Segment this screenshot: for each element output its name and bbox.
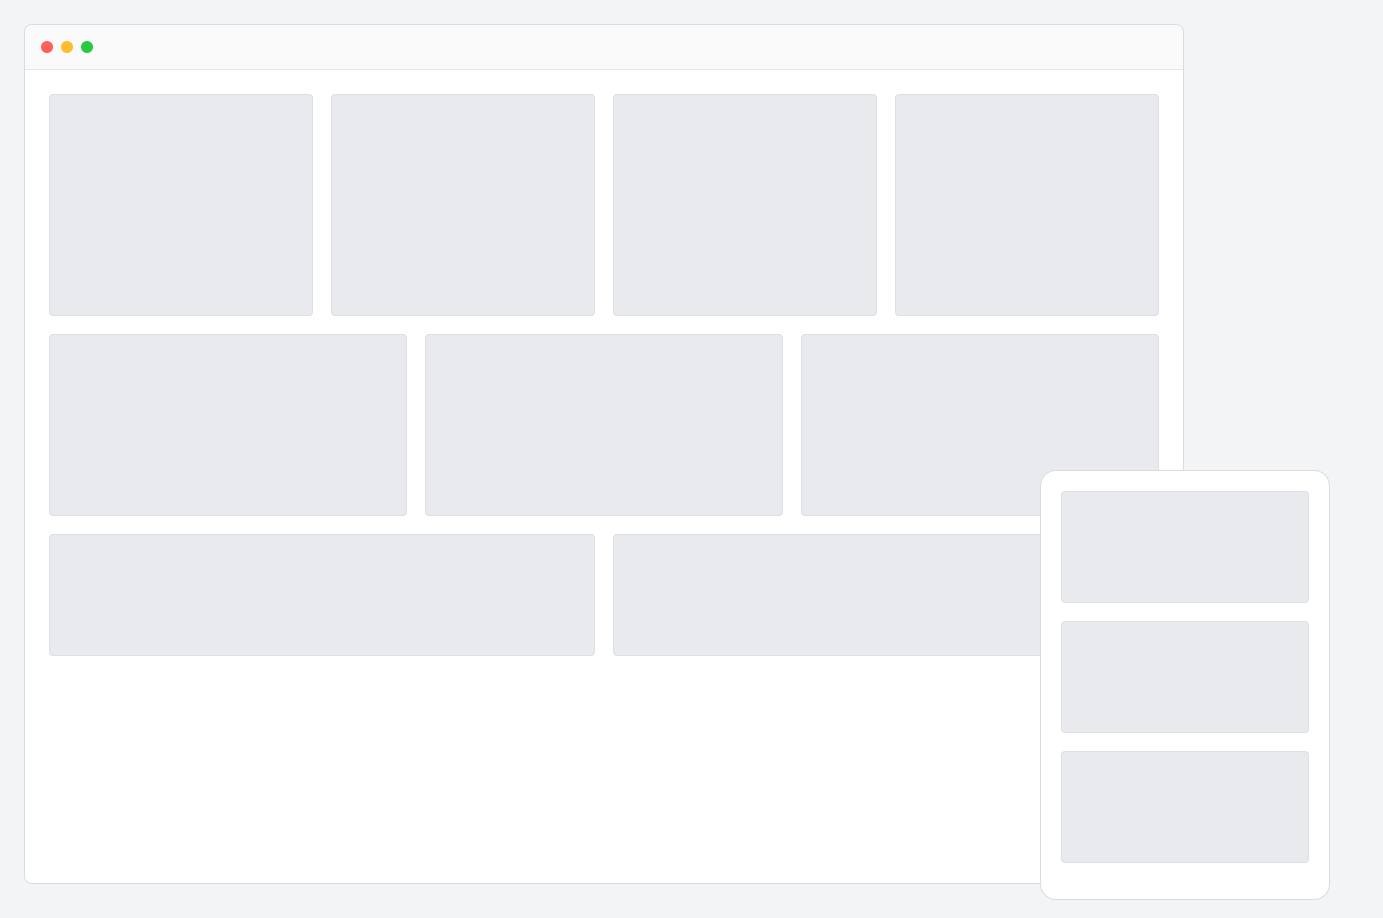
side-panel xyxy=(1040,470,1330,900)
app-window xyxy=(24,24,1184,884)
content-row-middle xyxy=(49,334,1159,534)
main-content xyxy=(25,70,1183,698)
content-row-top xyxy=(49,94,1159,334)
close-window-button[interactable] xyxy=(41,41,53,53)
content-row-bottom xyxy=(49,534,1159,674)
content-block xyxy=(49,94,313,316)
minimize-window-button[interactable] xyxy=(61,41,73,53)
side-block xyxy=(1061,621,1309,733)
maximize-window-button[interactable] xyxy=(81,41,93,53)
title-bar xyxy=(25,25,1183,70)
content-block xyxy=(49,334,407,516)
content-block xyxy=(331,94,595,316)
content-block xyxy=(49,534,595,656)
side-block xyxy=(1061,751,1309,863)
content-block xyxy=(613,94,877,316)
side-block xyxy=(1061,491,1309,603)
content-block xyxy=(425,334,783,516)
content-block xyxy=(895,94,1159,316)
